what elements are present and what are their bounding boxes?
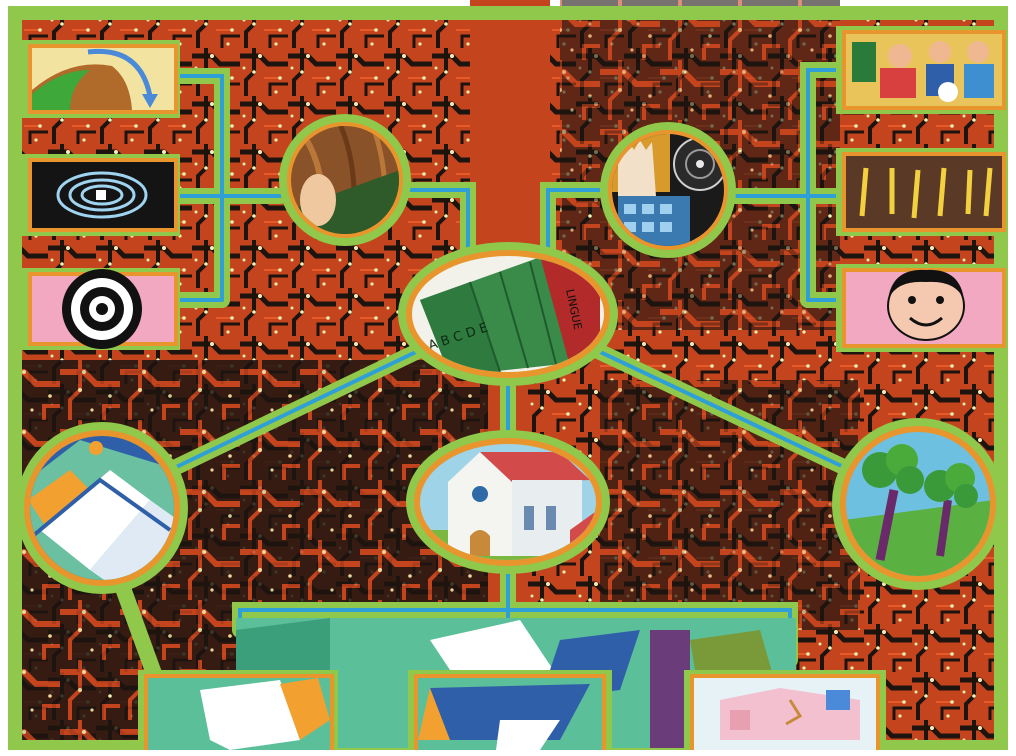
ellipse-church (406, 430, 610, 574)
panel-children (836, 26, 1008, 114)
swirl-icon (58, 173, 146, 217)
circle-city-map (16, 422, 188, 594)
circle-trees (832, 418, 1004, 590)
panel-building-plan-1 (138, 670, 338, 750)
panel-target (22, 268, 180, 350)
panel-pink-house (684, 670, 886, 750)
panel-house-roof (408, 670, 612, 750)
panel-sticks (836, 148, 1008, 236)
panel-face (836, 264, 1008, 352)
panel-hill-arrow (22, 40, 180, 118)
target-icon (62, 269, 142, 349)
circle-hand-records (600, 122, 736, 258)
ellipse-books: A B C D E LINGUE (398, 242, 618, 386)
smiling-face-icon (888, 270, 964, 340)
panel-swirl (22, 154, 180, 236)
circle-wood-hand (279, 114, 411, 246)
